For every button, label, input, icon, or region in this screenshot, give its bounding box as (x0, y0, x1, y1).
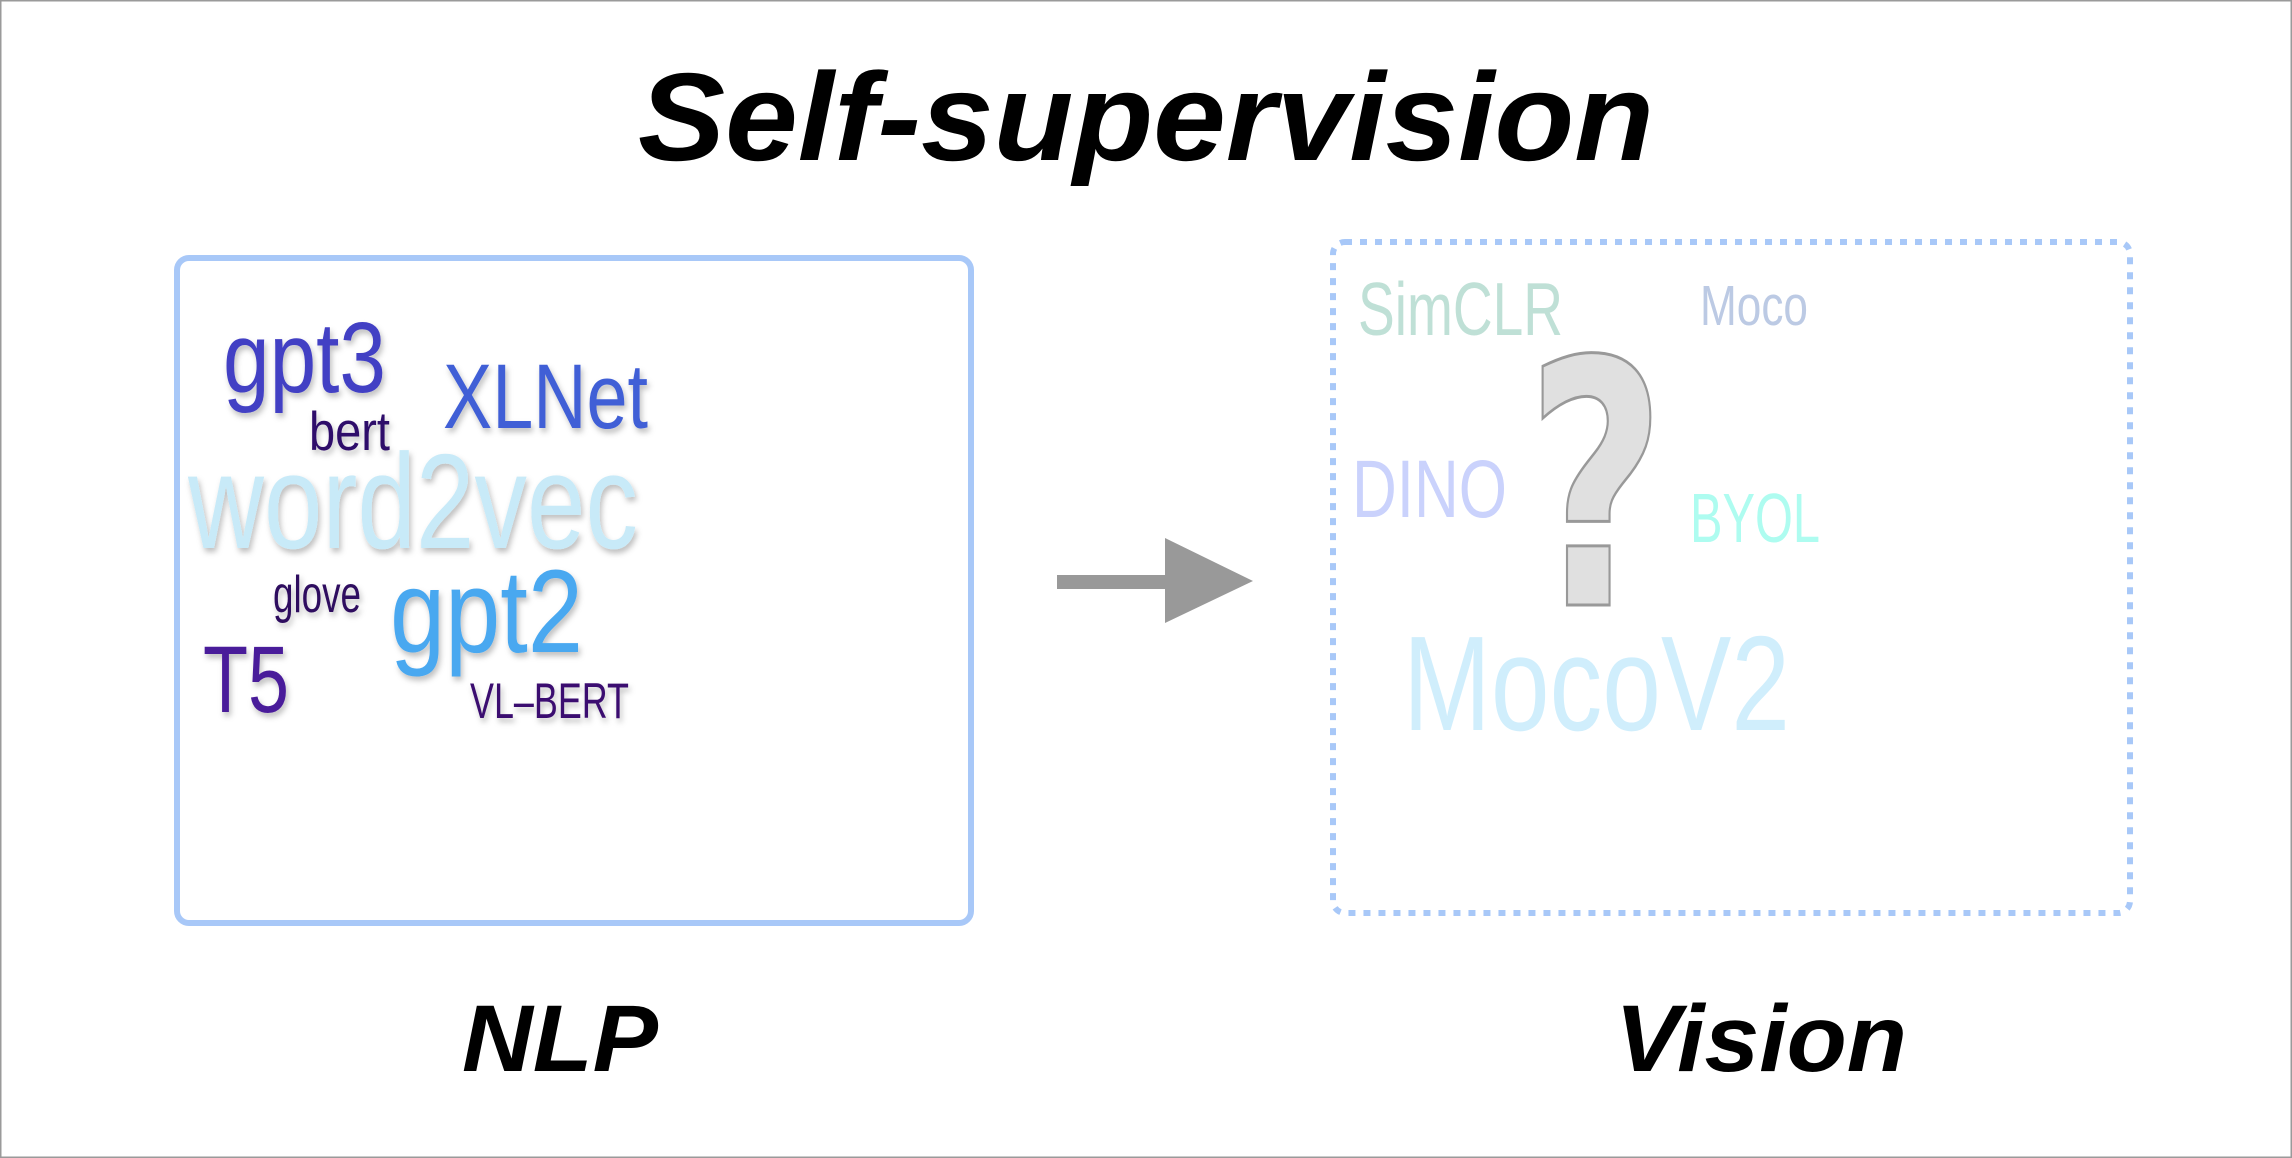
word-dino: DINO (1352, 444, 1507, 535)
word-moco: Moco (1700, 274, 1808, 338)
nlp-box-border (174, 255, 974, 926)
word-bert: bert (309, 400, 390, 462)
vision-panel: SimCLR Moco DINO BYOL MocoV2 ? Vision (1330, 239, 2133, 1092)
nlp-panel: gpt3 XLNet bert word2vec glove gpt2 T5 V… (174, 255, 974, 1092)
word-t5: T5 (203, 627, 289, 733)
word-mocov2: MocoV2 (1403, 608, 1790, 759)
word-byol: BYOL (1690, 479, 1820, 557)
vision-label: Vision (1615, 986, 1907, 1092)
nlp-label: NLP (462, 986, 659, 1092)
vision-box-border (1330, 239, 2133, 916)
word-simclr: SimCLR (1358, 267, 1563, 351)
diagram-title: Self-supervision (638, 48, 1654, 187)
word-xlnet: XLNet (443, 346, 648, 448)
word-gpt3: gpt3 (223, 302, 386, 414)
question-mark-icon: ? (1526, 290, 1666, 686)
word-vl-bert: VL–BERT (470, 673, 629, 729)
word-glove: glove (273, 566, 361, 624)
arrow-icon (1057, 538, 1253, 623)
word-word2vec: word2vec (187, 426, 638, 577)
word-gpt2: gpt2 (390, 546, 583, 678)
